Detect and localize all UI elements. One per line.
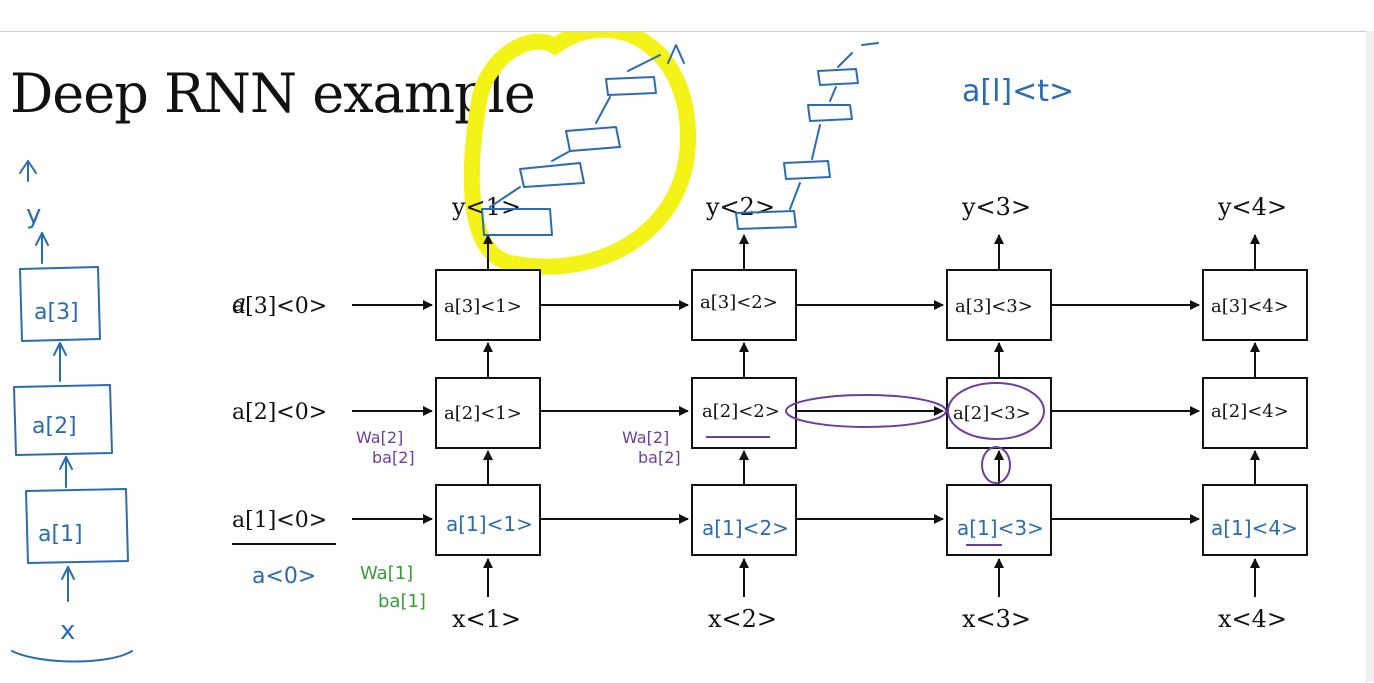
cell-l2-t1 bbox=[435, 377, 541, 449]
output-y4: y<4> bbox=[1217, 193, 1287, 221]
notation-annotation: a[l]<t> bbox=[962, 74, 1074, 109]
cell-label-l2-t3: a[2]<3> bbox=[953, 403, 1031, 424]
cell-label-l1-t2: a[1]<2> bbox=[702, 516, 789, 540]
left-stack-a2: a[2] bbox=[32, 414, 77, 439]
a0-annotation: a<0> bbox=[252, 564, 316, 589]
slide-title: Deep RNN example bbox=[10, 62, 536, 125]
cell-label-l2-t2: a[2]<2> bbox=[702, 401, 780, 422]
left-stack-a1: a[1] bbox=[38, 522, 83, 547]
vertical-arrows bbox=[483, 234, 1260, 597]
cell-label-l3-t4: a[3]<4> bbox=[1211, 296, 1289, 317]
sketch-stack-y1 bbox=[481, 44, 685, 236]
left-sketch-stack bbox=[11, 160, 133, 663]
cell-label-l1-t1: a[1]<1> bbox=[446, 512, 533, 536]
input-x2: x<2> bbox=[708, 605, 777, 633]
weights-l2-b-col2: ba[2] bbox=[638, 448, 681, 467]
output-y3: y<3> bbox=[961, 193, 1031, 221]
window-top-strip bbox=[0, 0, 1374, 31]
horizontal-arrows bbox=[540, 300, 1200, 524]
input-x1: x<1> bbox=[452, 605, 521, 633]
weights-l2-b-col1: ba[2] bbox=[372, 448, 415, 467]
cell-label-l2-t1: a[2]<1> bbox=[444, 403, 522, 424]
output-y2: y<2> bbox=[705, 193, 775, 221]
left-stack-x: x bbox=[60, 616, 75, 646]
cell-l1-t3 bbox=[946, 484, 1052, 556]
weights-l2-w-col1: Wa[2] bbox=[356, 428, 403, 447]
slide: Deep RNN example a a[3]<0> a[2]<0> a[1]<… bbox=[0, 31, 1367, 683]
sketch-stack-y2 bbox=[735, 42, 879, 230]
cell-l1-t1 bbox=[435, 484, 541, 556]
cell-label-l3-t1: a[3]<1> bbox=[444, 296, 522, 317]
cell-label-l2-t4: a[2]<4> bbox=[1211, 401, 1289, 422]
highlight-circle bbox=[463, 32, 697, 275]
purple-emphasis bbox=[706, 382, 1045, 546]
cell-label-l3-t3: a[3]<3> bbox=[955, 296, 1033, 317]
cell-l1-t4 bbox=[1202, 484, 1308, 556]
cell-label-l1-t4: a[1]<4> bbox=[1211, 516, 1298, 540]
window-right-strip bbox=[1366, 31, 1374, 682]
output-y1: y<1> bbox=[451, 193, 521, 221]
input-x4: x<4> bbox=[1218, 605, 1287, 633]
initial-state-layer3: a bbox=[232, 289, 246, 317]
cell-l3-t4 bbox=[1202, 269, 1308, 341]
svg-text:a: a bbox=[232, 289, 246, 317]
cell-l2-t3 bbox=[946, 377, 1052, 449]
input-x3: x<3> bbox=[962, 605, 1031, 633]
left-stack-y: y bbox=[26, 200, 41, 230]
cell-label-l1-t3: a[1]<3> bbox=[957, 516, 1044, 540]
initial-state-a3: a[3]<0> bbox=[232, 294, 327, 319]
deep-rnn-diagram: a a[3]<0> a[2]<0> a[1]<0> a[3]<1> a[3]<2… bbox=[11, 32, 1308, 663]
cell-l2-t4 bbox=[1202, 377, 1308, 449]
left-stack-a3: a[3] bbox=[34, 300, 79, 325]
weights-l2-w-col2: Wa[2] bbox=[622, 428, 669, 447]
cell-label-l3-t2: a[3]<2> bbox=[700, 292, 778, 313]
weights-l1-b: ba[1] bbox=[378, 591, 426, 612]
initial-state-a1: a[1]<0> bbox=[232, 508, 327, 533]
weights-l1-w: Wa[1] bbox=[360, 563, 413, 584]
initial-state-a2: a[2]<0> bbox=[232, 400, 327, 425]
